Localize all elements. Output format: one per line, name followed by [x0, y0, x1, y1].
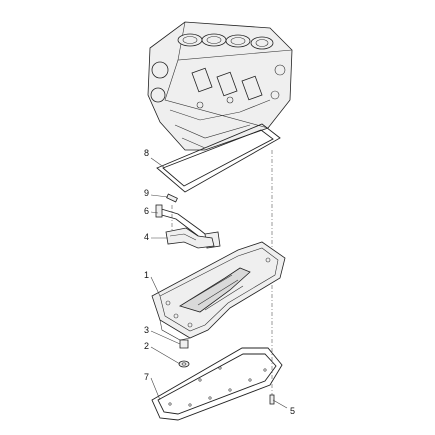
leader-line [150, 276, 161, 297]
leader-line [150, 211, 159, 214]
leader-line [150, 346, 181, 365]
leader-line [272, 399, 288, 409]
callout-9: 9 [144, 188, 149, 198]
oil-strainer [165, 227, 215, 249]
lower-gasket [151, 347, 283, 421]
leader-line [150, 377, 161, 401]
leader-line [150, 157, 166, 169]
upper-oil-pan-gasket [156, 123, 281, 193]
engine-block-illustration [147, 21, 293, 151]
callout-8: 8 [144, 148, 149, 158]
leader-line [150, 194, 169, 198]
pan-bolt [269, 394, 275, 405]
callout-4: 4 [144, 232, 149, 242]
dowel-pin [166, 193, 178, 203]
callout-6: 6 [144, 206, 149, 216]
callout-3: 3 [144, 325, 149, 335]
callout-2: 2 [144, 341, 149, 351]
callout-7: 7 [144, 372, 149, 382]
callout-5: 5 [290, 406, 295, 416]
callout-1: 1 [144, 270, 149, 280]
leader-line [150, 330, 181, 345]
drain-plug [179, 339, 189, 349]
sealing-washer [178, 360, 190, 368]
oil-pan [151, 241, 286, 341]
